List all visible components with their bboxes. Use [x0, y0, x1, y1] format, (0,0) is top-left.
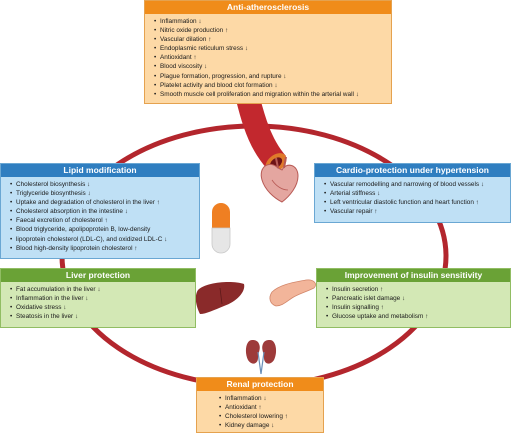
renal-protection-list: Inflammation ↓ Antioxidant ↑ Cholesterol…	[197, 391, 323, 432]
cardio-protection-list: Vascular remodelling and narrowing of bl…	[315, 177, 510, 218]
insulin-sensitivity-list: Insulin secretion ↑ Pancreatic islet dam…	[317, 282, 510, 323]
list-item: Arterial stiffness ↓	[324, 189, 506, 198]
list-item: Insulin secretion ↑	[326, 285, 506, 294]
liver-protection-list: Fat accumulation in the liver ↓ Inflamma…	[1, 282, 195, 323]
lipid-modification-list: Cholesterol biosynthesis ↓ Triglyceride …	[1, 177, 199, 255]
list-item: Steatosis in the liver ↓	[10, 312, 191, 321]
anti-atherosclerosis-title: Anti-atherosclerosis	[145, 1, 391, 14]
cardio-protection-title: Cardio-protection under hypertension	[315, 164, 510, 177]
list-item: Nitric oxide production ↑	[154, 26, 387, 35]
list-item: Faecal excretion of cholesterol ↑	[10, 216, 195, 225]
list-item: Triglyceride biosynthesis ↓	[10, 189, 195, 198]
list-item: Pancreatic islet damage ↓	[326, 294, 506, 303]
pancreas-icon	[269, 279, 316, 307]
liver-protection-box: Liver protection Fat accumulation in the…	[0, 268, 196, 328]
renal-protection-title: Renal protection	[197, 378, 323, 391]
renal-protection-box: Renal protection Inflammation ↓ Antioxid…	[196, 377, 324, 433]
list-item: Antioxidant ↑	[219, 403, 319, 412]
list-item: Insulin signalling ↑	[326, 303, 506, 312]
list-item: Oxidative stress ↓	[10, 303, 191, 312]
list-item: Cholesterol absorption in the intestine …	[10, 207, 195, 216]
list-item: Vascular dilation ↑	[154, 35, 387, 44]
list-item: Blood triglyceride, apolipoprotein B, lo…	[10, 225, 195, 234]
list-item: Smooth muscle cell proliferation and mig…	[154, 90, 387, 99]
list-item: Cholesterol lowering ↑	[219, 412, 319, 421]
cardio-protection-box: Cardio-protection under hypertension Vas…	[314, 163, 511, 223]
list-item: Inflammation ↓	[154, 17, 387, 26]
insulin-sensitivity-title: Improvement of insulin sensitivity	[317, 269, 510, 282]
list-item: Inflammation ↓	[219, 394, 319, 403]
list-item: Vascular remodelling and narrowing of bl…	[324, 180, 506, 189]
lipid-modification-box: Lipid modification Cholesterol biosynthe…	[0, 163, 200, 259]
list-item: Vascular repair ↑	[324, 207, 506, 216]
list-item: Plague formation, progression, and ruptu…	[154, 72, 387, 81]
anti-atherosclerosis-box: Anti-atherosclerosis Inflammation ↓ Nitr…	[144, 0, 392, 104]
list-item: Kidney damage ↓	[219, 421, 319, 430]
liver-icon	[195, 282, 245, 314]
list-item: Uptake and degradation of cholesterol in…	[10, 198, 195, 207]
lipid-modification-title: Lipid modification	[1, 164, 199, 177]
liver-protection-title: Liver protection	[1, 269, 195, 282]
artery-icon	[236, 98, 287, 173]
capsule-icon	[211, 203, 231, 254]
list-item: Left ventricular diastolic function and …	[324, 198, 506, 207]
kidney-icon	[245, 340, 277, 375]
list-item: Blood viscosity ↓	[154, 62, 387, 71]
list-item: Cholesterol biosynthesis ↓	[10, 180, 195, 189]
list-item: Endoplasmic reticulum stress ↓	[154, 44, 387, 53]
list-item: Inflammation in the liver ↓	[10, 294, 191, 303]
list-item: Antioxidant ↑	[154, 53, 387, 62]
insulin-sensitivity-box: Improvement of insulin sensitivity Insul…	[316, 268, 511, 328]
list-item: Blood high-density lipoprotein cholester…	[10, 244, 195, 253]
list-item: Platelet activity and blood clot formati…	[154, 81, 387, 90]
anti-atherosclerosis-list: Inflammation ↓ Nitric oxide production ↑…	[145, 14, 391, 101]
list-item: Fat accumulation in the liver ↓	[10, 285, 191, 294]
list-item: Glucose uptake and metabolism ↑	[326, 312, 506, 321]
heart-icon	[260, 156, 299, 203]
list-item: lipoprotein cholesterol (LDL-C), and oxi…	[10, 235, 195, 244]
